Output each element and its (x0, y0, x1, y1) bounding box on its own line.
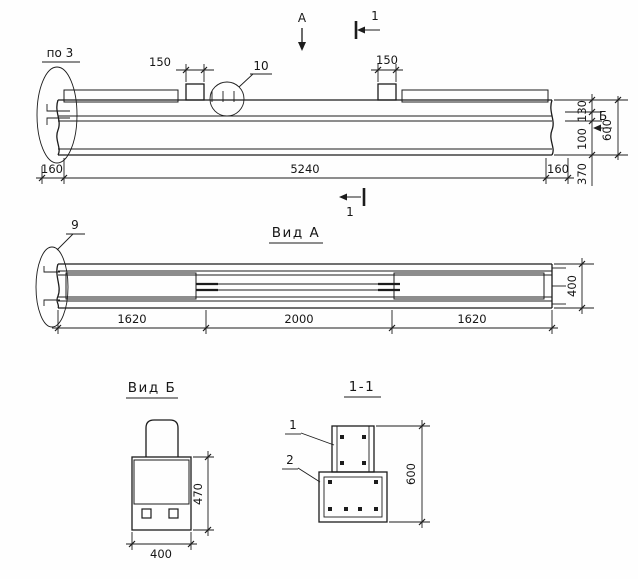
dim-600-section: 600 (404, 463, 418, 485)
beam-elevation: 150 150 по 3 10 А (36, 9, 628, 219)
plan-right-dimension: 400 (554, 258, 594, 314)
section-mark-1-top: 1 (354, 9, 380, 39)
section-mark-1-bottom: 1 (339, 188, 366, 219)
plan-bar-ends (43, 266, 566, 306)
dim-400-end: 400 (150, 547, 172, 561)
dim-400-plan: 400 (565, 275, 579, 297)
beam-outline (56, 99, 554, 156)
rebar-callout-2: 2 (282, 453, 321, 483)
dim-160-right: 160 (547, 162, 569, 176)
rebar-2-label: 2 (286, 453, 294, 467)
elevation-bottom-dimensions: 160 5240 160 (36, 158, 574, 184)
view-b-dimensions: 470 400 (126, 451, 214, 561)
view-a-letter: А (298, 11, 307, 25)
embedded-plate-right: 150 (371, 53, 403, 101)
stirrup-ticks-plan (65, 272, 545, 300)
arrow-left-icon (357, 26, 365, 34)
rebar-callout-1: 1 (285, 418, 335, 446)
arrow-left-icon (339, 193, 347, 201)
embedded-plate-left: 150 (149, 55, 214, 101)
bar-9-label: 9 (71, 218, 79, 232)
pos3-label: по 3 (47, 46, 74, 60)
dim-160-left: 160 (41, 162, 63, 176)
section-1-1: 1-1 1 2 (282, 379, 430, 528)
section-shape (318, 425, 388, 523)
arrow-down-icon (298, 42, 306, 51)
stirrup-ticks-elevation (63, 89, 549, 103)
end-view-shape (131, 419, 192, 531)
dim-130: 130 (575, 100, 589, 122)
plan-mid-bars (196, 282, 400, 292)
dim-5240: 5240 (290, 162, 319, 176)
view-a: Вид А 9 (35, 218, 594, 334)
dim-2000: 2000 (284, 312, 313, 326)
view-arrow-a: А (298, 11, 307, 51)
cut-label-top: 1 (371, 9, 379, 23)
rebar-1-label: 1 (289, 418, 297, 432)
dim-370: 370 (575, 163, 589, 185)
callout-detail-10: 10 (209, 59, 272, 117)
dim-600: 600 (600, 119, 614, 141)
plan-bottom-dimensions: 1620 2000 1620 (52, 310, 558, 334)
view-a-title: Вид А (272, 225, 320, 241)
cut-label-bottom: 1 (346, 205, 354, 219)
callout-pos3: по 3 (36, 46, 80, 164)
dim-plate-right: 150 (376, 53, 398, 67)
callout-bar-9: 9 (35, 218, 85, 328)
section-dimension: 600 (376, 420, 430, 528)
plan-outline (56, 263, 553, 309)
dim-1620-left: 1620 (117, 312, 146, 326)
dim-100: 100 (575, 128, 589, 150)
view-b: Вид Б 470 400 (126, 380, 214, 561)
detail-10-label: 10 (253, 59, 268, 73)
view-b-letter: Б (599, 109, 607, 123)
elevation-right-dimensions: 130 100 370 600 Б (554, 94, 628, 186)
dim-plate-left: 150 (149, 55, 171, 69)
dim-1620-right: 1620 (457, 312, 486, 326)
view-b-title: Вид Б (128, 380, 176, 396)
dim-470: 470 (191, 483, 205, 505)
section-title: 1-1 (349, 379, 376, 395)
arrow-left-icon (593, 124, 601, 132)
